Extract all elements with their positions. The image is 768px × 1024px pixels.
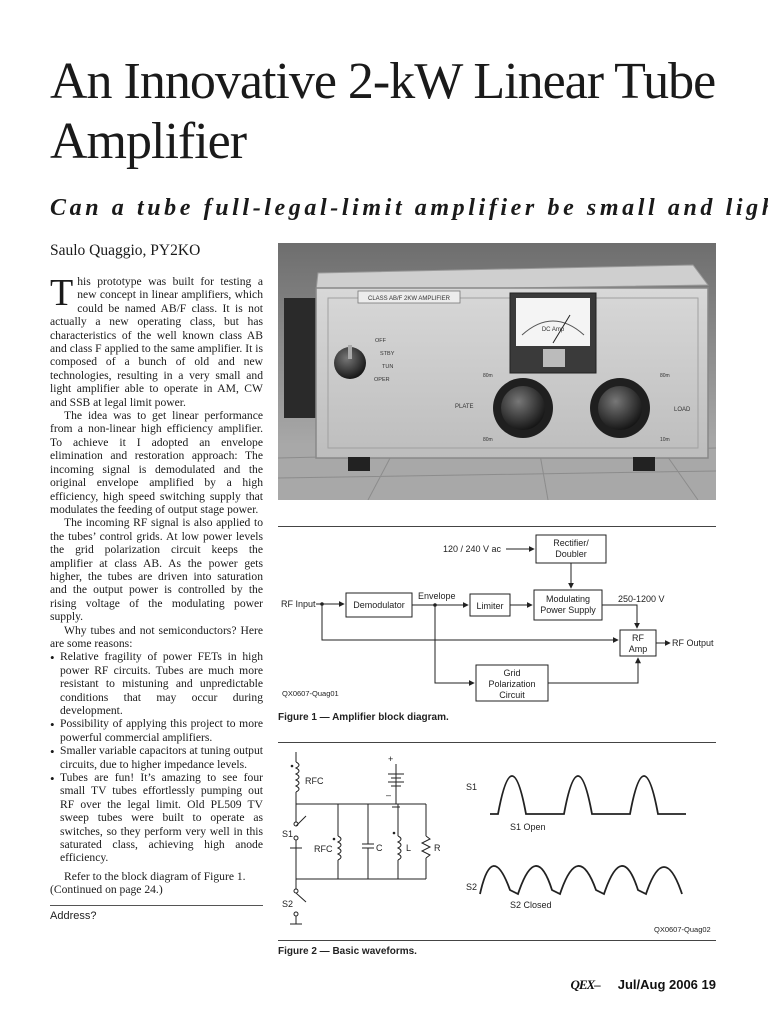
figure2-waveforms: RFC + – S1 RFC C <box>282 752 711 934</box>
switch-label-oper: OPER <box>374 377 390 383</box>
capacitor-label: C <box>376 843 383 853</box>
panel-label: CLASS AB/F 2KW AMPLIFIER <box>368 296 451 302</box>
grid-label-3: Circuit <box>499 690 525 700</box>
rf-input-label: RF Input <box>281 599 316 609</box>
battery-minus: – <box>386 790 391 800</box>
reasons-list: Relative fragility of power FETs in high… <box>50 650 263 865</box>
list-item: Relative fragility of power FETs in high… <box>50 650 263 717</box>
rfc-top-label: RFC <box>305 776 324 786</box>
grid-polarization-block <box>475 664 549 702</box>
qex-logo: QEX– <box>570 977 600 992</box>
s2-switch-label: S2 <box>282 899 293 909</box>
switch-label-stby: STBY <box>380 351 395 357</box>
author-byline: Saulo Quaggio, PY2KO <box>50 242 201 259</box>
waveform-s2-label: S2 <box>466 882 477 892</box>
address-placeholder: Address? <box>50 910 97 922</box>
paragraph-2: The idea was to get linear performance f… <box>50 409 263 516</box>
s2-state-label: S2 Closed <box>510 900 552 910</box>
s1-state-label: S1 Open <box>510 822 546 832</box>
list-item: Possibility of applying this project to … <box>50 717 263 744</box>
figure2-caption: Figure 2 — Basic waveforms. <box>278 946 417 957</box>
paragraph-3: The incoming RF signal is also applied t… <box>50 516 263 624</box>
drop-cap: T <box>50 272 74 314</box>
rf-amp-block <box>619 629 657 657</box>
plate-dial-mark: 80m <box>483 437 493 443</box>
continued-note: (Continued on page 24.) <box>50 883 163 897</box>
list-item: Tubes are fun! It’s amazing to see four … <box>50 771 263 865</box>
grid-label-1: Grid <box>503 668 520 678</box>
modulating-label-1: Modulating <box>546 594 590 604</box>
page-footer: QEX– Jul/Aug 2006 19 <box>570 977 716 993</box>
load-dial-mark: 80m <box>660 373 670 379</box>
list-item: Smaller variable capacitors at tuning ou… <box>50 744 263 771</box>
plate-dial-mark: 80m <box>483 373 493 379</box>
address-divider <box>50 905 263 906</box>
article-title: An Innovative 2-kW Linear Tube Amplifier <box>50 53 716 170</box>
switch-label-tun: TUN <box>382 364 393 370</box>
ac-input-label: 120 / 240 V ac <box>443 544 502 554</box>
issue-and-page: Jul/Aug 2006 19 <box>617 977 716 992</box>
modulating-label-2: Power Supply <box>540 605 596 615</box>
rectifier-label-2: Doubler <box>555 549 587 559</box>
figure1-top-rule <box>278 526 716 527</box>
figure1-caption: Figure 1 — Amplifier block diagram. <box>278 712 449 723</box>
waveform-s2 <box>479 865 683 896</box>
rectifier-label-1: Rectifier/ <box>553 538 589 548</box>
meter-label: DC Amp <box>542 327 565 333</box>
demodulator-label: Demodulator <box>353 600 405 610</box>
figure1-block-diagram: 120 / 240 V ac Rectifier/ Doubler RF Inp… <box>281 534 714 702</box>
figure2-top-rule <box>278 742 716 743</box>
load-dial-mark: 10m <box>660 437 670 443</box>
article-subtitle: Can a tube full-legal-limit amplifier be… <box>50 195 768 221</box>
waveform-s1-label: S1 <box>466 782 477 792</box>
rf-output-label: RF Output <box>672 638 714 648</box>
rf-amp-label-1: RF <box>632 633 644 643</box>
figure2-code: QX0607-Quag02 <box>654 925 711 934</box>
waveform-s1 <box>490 775 686 815</box>
demodulator-block <box>345 592 413 618</box>
grid-label-2: Polarization <box>488 679 535 689</box>
paragraph-4: Why tubes and not semiconductors? Here a… <box>50 623 263 650</box>
figure1-code: QX0607-Quag01 <box>282 689 339 698</box>
paragraph-5: Refer to the block diagram of Figure 1. <box>64 869 246 883</box>
amplifier-photo: CLASS AB/F 2KW AMPLIFIER DC Amp OFF STBY… <box>278 243 716 500</box>
plate-label: PLATE <box>455 404 474 410</box>
s1-switch-label: S1 <box>282 829 293 839</box>
rf-amp-label-2: Amp <box>629 644 648 654</box>
rfc-mid-label: RFC <box>314 844 333 854</box>
inductor-label: L <box>406 843 411 853</box>
limiter-label: Limiter <box>476 601 503 611</box>
resistor-label: R <box>434 843 441 853</box>
load-label: LOAD <box>674 407 691 413</box>
paragraph-1-text: his prototype was built for testing a ne… <box>50 275 263 409</box>
mode-switch-knob <box>334 347 366 379</box>
figure2-bottom-rule <box>278 940 716 941</box>
envelope-label: Envelope <box>418 591 456 601</box>
battery-plus: + <box>388 754 393 764</box>
voltage-label: 250-1200 V <box>618 594 665 604</box>
switch-label-off: OFF <box>375 338 387 344</box>
